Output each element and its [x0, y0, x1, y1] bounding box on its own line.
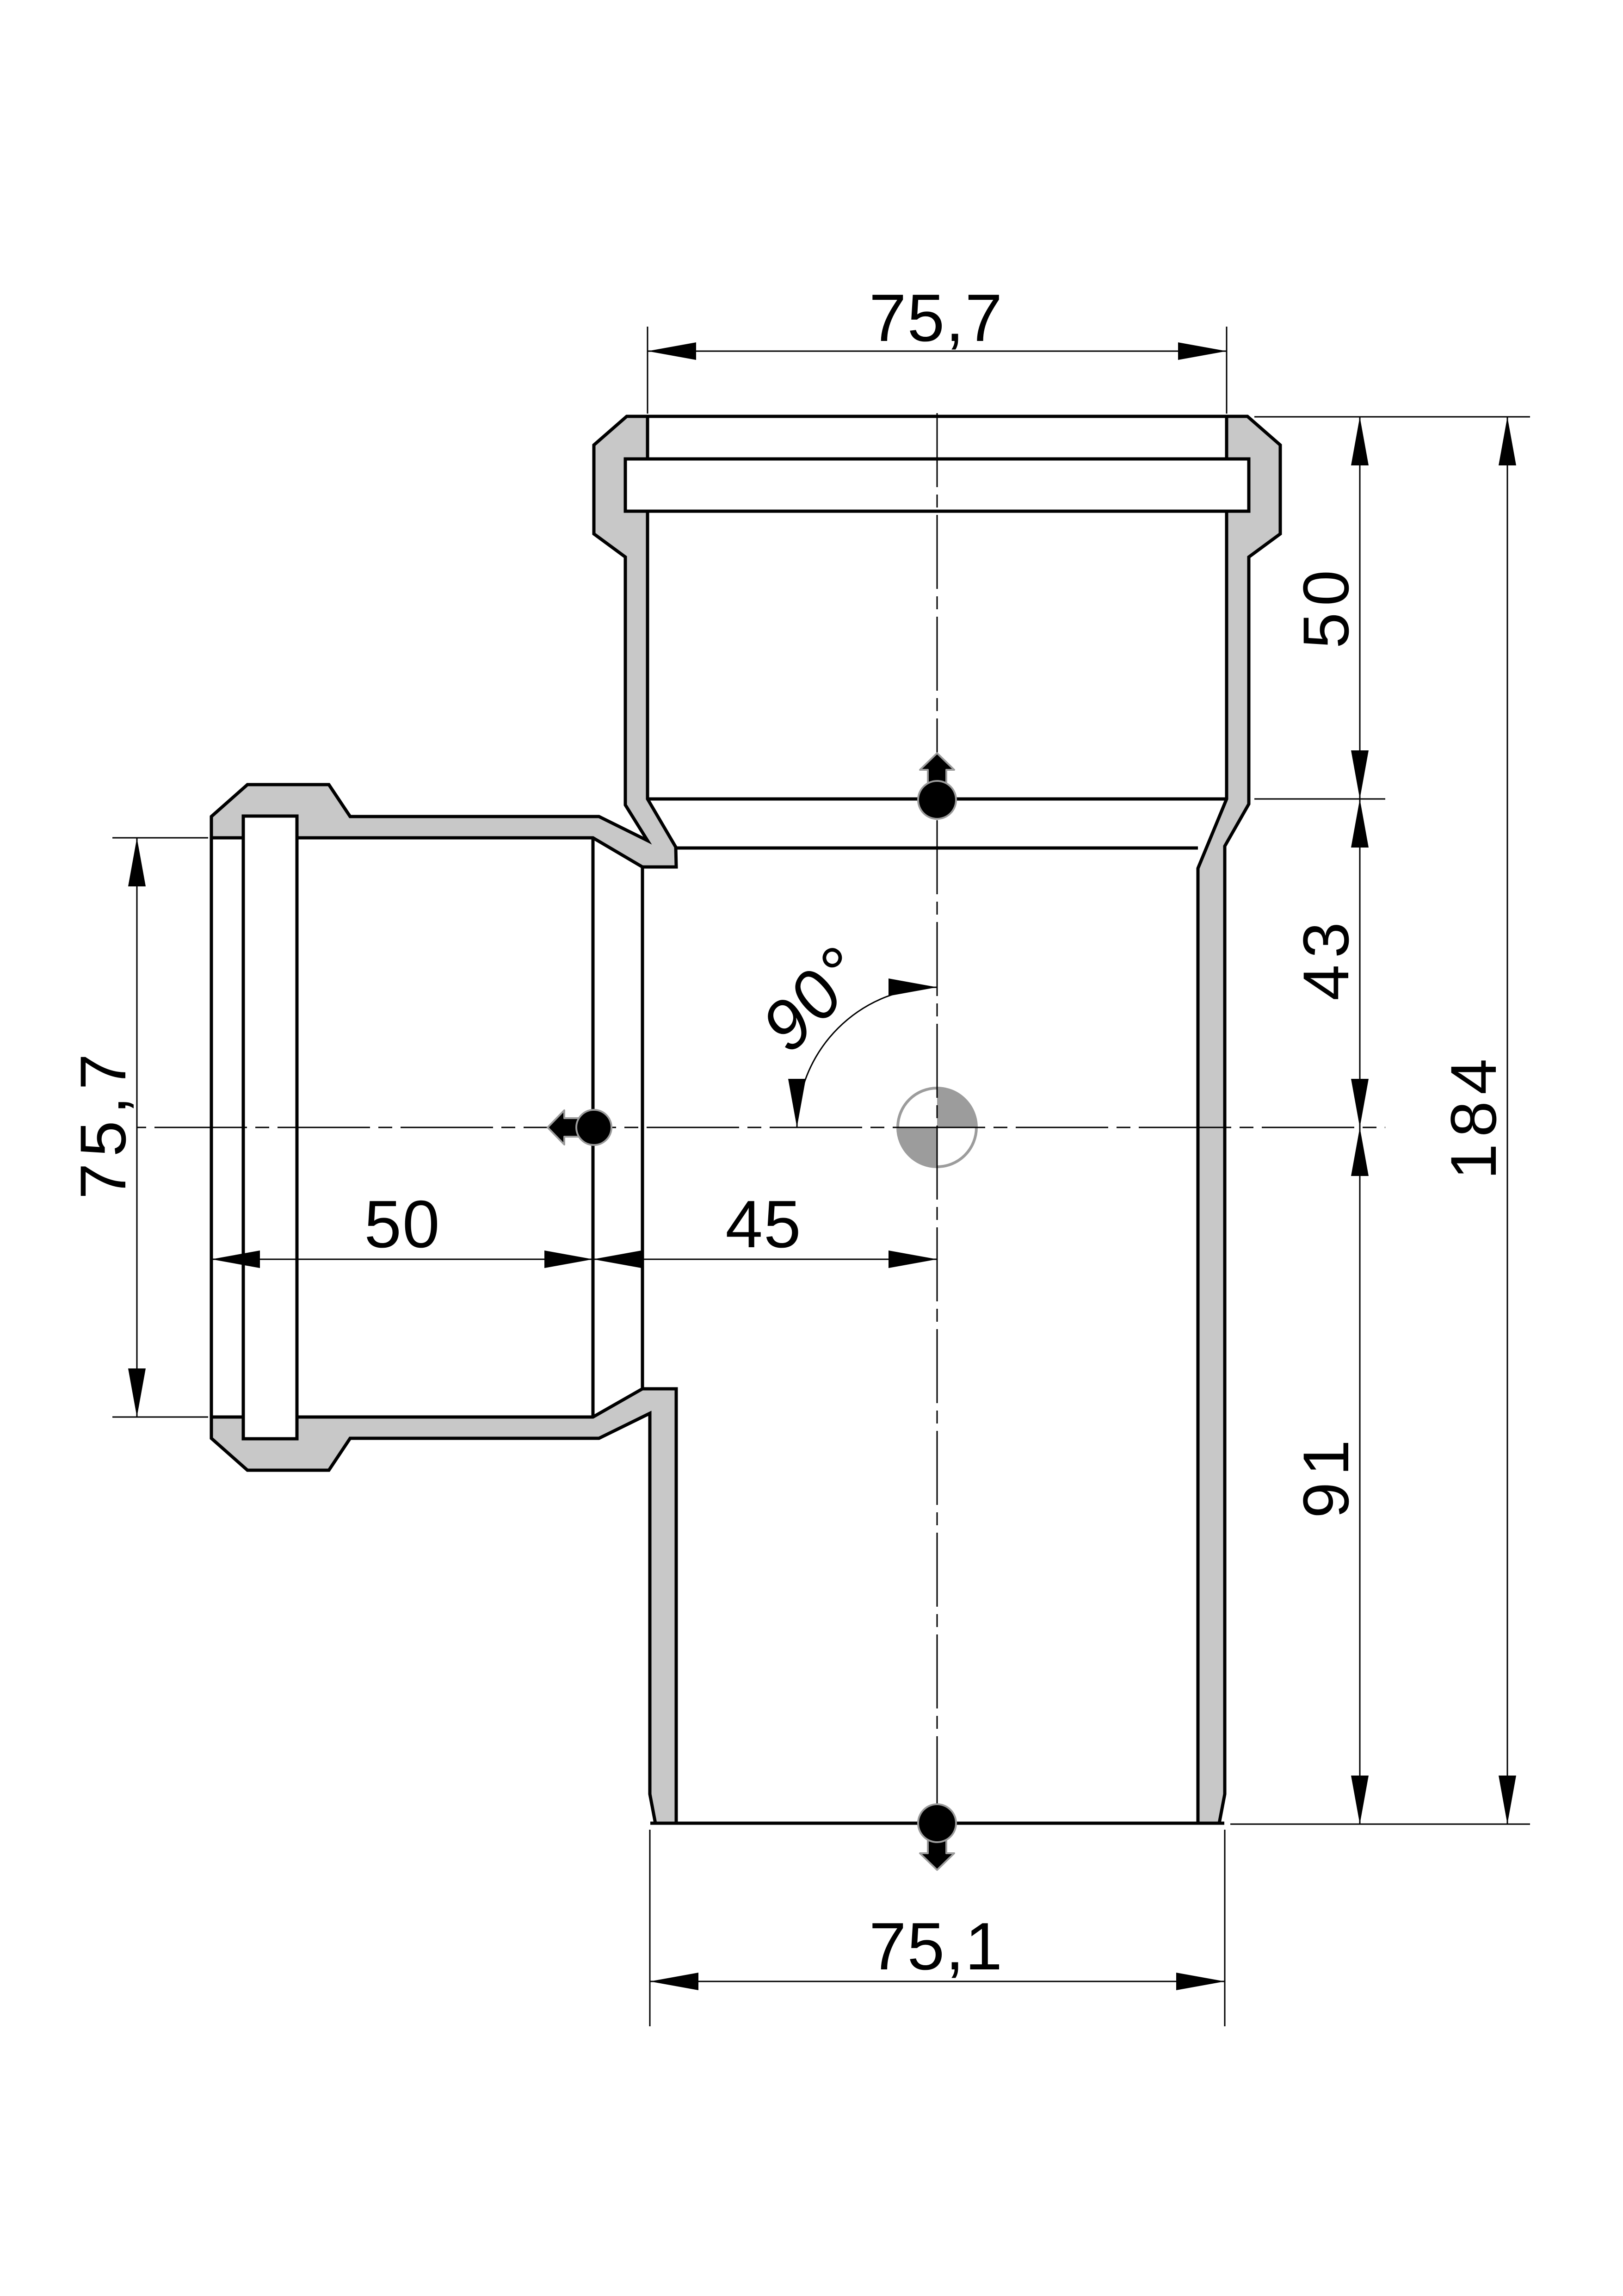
svg-text:43: 43 — [1290, 916, 1362, 1001]
svg-text:45: 45 — [725, 1187, 802, 1262]
svg-text:50: 50 — [364, 1187, 440, 1262]
svg-text:75,7: 75,7 — [67, 1047, 139, 1199]
svg-text:50: 50 — [1290, 563, 1362, 649]
svg-text:91: 91 — [1290, 1433, 1362, 1518]
svg-text:75,7: 75,7 — [869, 280, 1003, 355]
svg-text:184: 184 — [1437, 1052, 1510, 1180]
svg-text:75,1: 75,1 — [869, 1909, 1003, 1984]
